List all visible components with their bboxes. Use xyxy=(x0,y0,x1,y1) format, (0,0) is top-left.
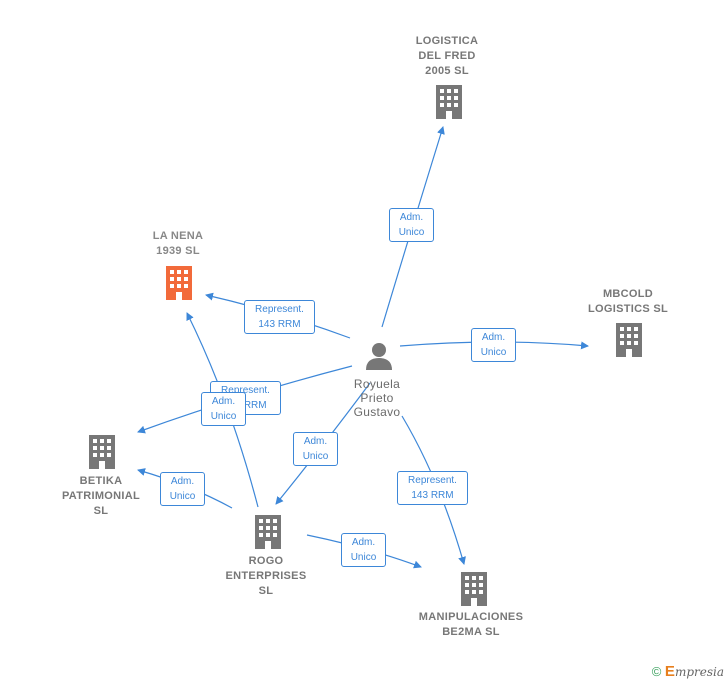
node-label-mbcold[interactable]: MBCOLD LOGISTICS SL xyxy=(588,288,668,315)
edge-label-rogo-lanena[interactable]: Adm. Unico xyxy=(201,392,246,426)
copyright-icon: © xyxy=(651,664,662,679)
building-icon-manipulaciones[interactable] xyxy=(458,572,490,611)
brand-logo-text: mpresia xyxy=(674,665,724,679)
node-label-rogo[interactable]: ROGO ENTERPRISES SL xyxy=(225,555,307,597)
building-icon-betika[interactable] xyxy=(86,435,118,474)
building-icon-lanena[interactable] xyxy=(163,266,195,305)
node-label-logistica[interactable]: LOGISTICA DEL FRED 2005 SL xyxy=(415,35,479,77)
person-label[interactable]: Royuela Prieto Gustavo xyxy=(353,377,401,419)
edge-label-person-mbcold[interactable]: Adm. Unico xyxy=(471,328,516,362)
person-icon[interactable] xyxy=(364,340,394,375)
edge-label-rogo-betika[interactable]: Adm. Unico xyxy=(160,472,205,506)
node-label-lanena[interactable]: LA NENA 1939 SL xyxy=(152,230,204,257)
footer-brand: © Empresia xyxy=(652,663,724,680)
building-icon-logistica[interactable] xyxy=(433,85,465,124)
edge-label-rogo-manipulaciones[interactable]: Adm. Unico xyxy=(341,533,386,567)
edge-label-person-logistica[interactable]: Adm. Unico xyxy=(389,208,434,242)
building-icon-mbcold[interactable] xyxy=(613,323,645,362)
edge-label-person-manipulaciones[interactable]: Represent. 143 RRM xyxy=(397,471,468,505)
edge-label-person-lanena[interactable]: Represent. 143 RRM xyxy=(244,300,315,334)
node-label-betika[interactable]: BETIKA PATRIMONIAL SL xyxy=(61,475,141,517)
edge-label-person-rogo[interactable]: Adm. Unico xyxy=(293,432,338,466)
building-icon-rogo[interactable] xyxy=(252,515,284,554)
node-label-manipulaciones[interactable]: MANIPULACIONES BE2MA SL xyxy=(418,611,524,638)
brand-logo-initial: E xyxy=(664,663,675,680)
